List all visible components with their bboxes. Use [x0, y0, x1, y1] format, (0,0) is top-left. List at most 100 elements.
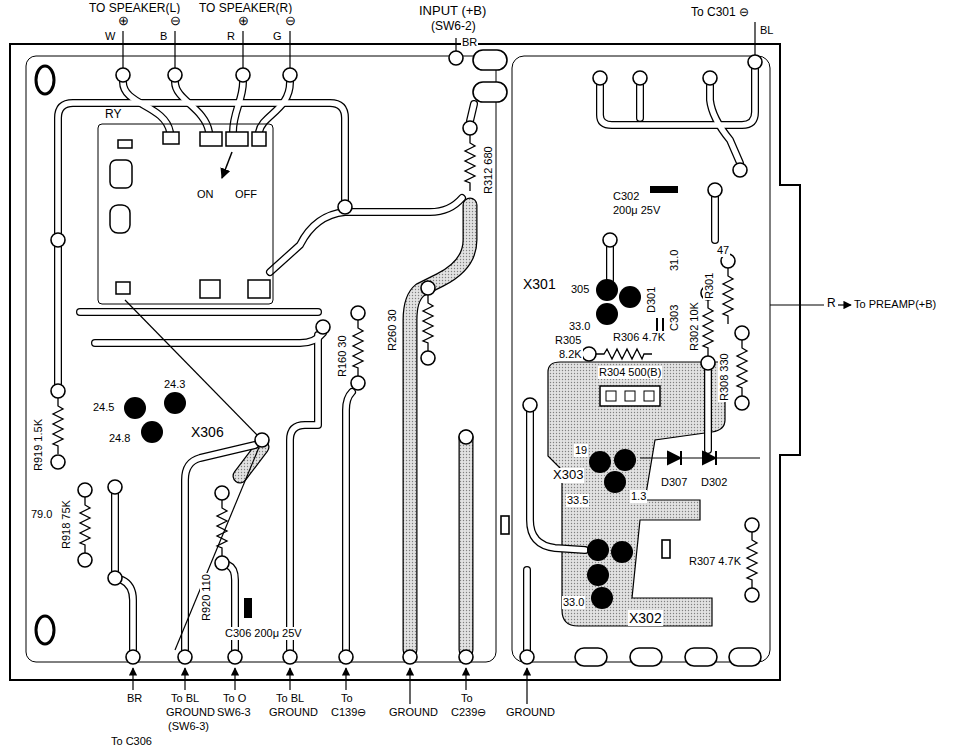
relay-pin — [118, 140, 132, 148]
pad — [338, 200, 352, 214]
part-name: R312 680 — [482, 145, 495, 195]
transistor-lead — [604, 471, 626, 493]
terminal-label: To BL — [170, 692, 200, 705]
terminal-label: C139⊖ — [330, 706, 367, 719]
diode-symbol — [668, 451, 681, 465]
transistor-lead — [611, 541, 633, 563]
pad — [168, 68, 182, 82]
terminal-label: To — [460, 692, 474, 705]
board-inner-line — [26, 56, 496, 662]
resistors — [53, 135, 757, 588]
transistor-lead — [619, 286, 641, 308]
wire-color: BL — [759, 24, 774, 37]
resistor-symbol — [465, 135, 475, 191]
part-name: X303 — [552, 468, 584, 483]
terminal-label: SW6-3 — [216, 706, 252, 719]
transistor-lead — [141, 421, 163, 443]
lead-arrow — [526, 668, 527, 704]
mounting-hole — [36, 66, 54, 94]
part-name: R918 75K — [60, 499, 73, 550]
slot-pad — [575, 648, 607, 666]
lead-wire — [174, 31, 175, 68]
voltage-reading: 19 — [574, 444, 588, 457]
part-name: R304 500(B) — [598, 366, 662, 379]
pad — [403, 650, 417, 664]
wire-color: R — [826, 297, 837, 311]
pad — [236, 68, 250, 82]
transistor-lead — [587, 539, 609, 561]
transistor-lead — [587, 564, 609, 586]
polarity-sign: ⊕ — [117, 14, 130, 29]
wire-color: BR — [461, 36, 478, 49]
pad — [108, 480, 122, 494]
voltage-reading: 305 — [570, 283, 590, 296]
voltage-reading: 24.5 — [92, 401, 115, 414]
relay-pin — [163, 132, 179, 144]
pad — [701, 356, 715, 370]
part-name: C306 200μ 25V — [224, 627, 303, 640]
relay — [98, 124, 273, 304]
pad — [283, 68, 297, 82]
pad — [463, 121, 477, 135]
pad — [255, 433, 269, 447]
transistor-lead — [591, 587, 613, 609]
part-name: X302 — [628, 610, 663, 626]
wire-color: W — [104, 30, 116, 43]
voltage-reading: 79.0 — [30, 508, 53, 521]
pad — [733, 163, 747, 177]
resistor-symbol — [217, 500, 227, 556]
trimmer-symbol — [600, 386, 660, 406]
polarity-sign: ⊖ — [284, 14, 297, 29]
slot-pad — [729, 648, 761, 666]
wire-color: B — [159, 30, 168, 43]
resistor-symbol — [747, 532, 757, 588]
wire — [175, 440, 262, 650]
trimmer-pin — [644, 391, 654, 401]
pad — [748, 55, 762, 69]
wire-color: R — [226, 30, 236, 43]
polarity-sign: ⊖ — [169, 14, 182, 29]
terminal-label: To — [340, 692, 354, 705]
resistor-symbol — [423, 295, 433, 351]
capacitor-symbol — [650, 186, 678, 193]
components — [244, 186, 716, 618]
lead-arrow — [409, 668, 410, 704]
voltage-reading: 1.3 — [630, 490, 647, 503]
wire — [640, 457, 760, 458]
resistor-symbol — [53, 398, 63, 454]
terminal-label: (SW6-2) — [430, 20, 477, 34]
voltage-reading: 31.0 — [668, 249, 681, 272]
lead-wire — [242, 31, 243, 68]
pad — [51, 384, 65, 398]
part-name: R920 110 — [200, 573, 213, 622]
pad — [459, 430, 473, 444]
terminal-label: GROUND — [505, 706, 556, 719]
transistor-lead — [589, 451, 611, 473]
lead-arrow — [184, 668, 185, 690]
slot — [662, 540, 670, 558]
relay-coil — [110, 205, 130, 233]
pad — [228, 650, 242, 664]
terminal-label: GROUND — [388, 706, 439, 719]
pad — [78, 483, 92, 497]
trimmer-pin — [606, 391, 616, 401]
transistor-lead — [164, 392, 186, 414]
capacitor-symbol — [244, 598, 252, 618]
wire-color: BR — [126, 692, 143, 705]
pad — [593, 71, 607, 85]
pad — [735, 326, 749, 340]
relay-contact — [226, 132, 248, 146]
transistor-lead — [596, 303, 618, 325]
voltage-reading: 33.0 — [562, 596, 585, 609]
pad — [703, 71, 717, 85]
part-name: R305 — [554, 334, 582, 347]
switch-arrow — [222, 152, 232, 178]
switch-label: ON — [196, 188, 215, 201]
slot-pad — [630, 648, 662, 666]
pad — [51, 233, 65, 247]
terminal-label: To O — [222, 692, 247, 705]
pad — [126, 650, 140, 664]
resistor-symbol — [723, 268, 733, 324]
